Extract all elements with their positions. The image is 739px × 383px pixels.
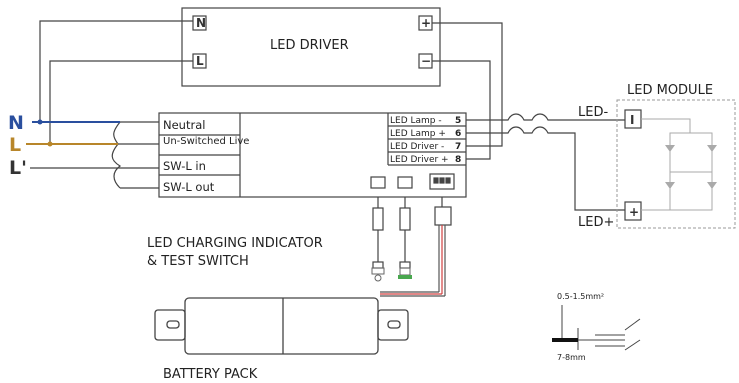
led-driver-box [181,7,441,87]
emergency-output-1-label: LED Lamp - [390,116,442,126]
battery-pack-body [184,297,379,355]
module-minus-label: LED- [578,105,608,120]
mains-l-switched-label: L' [9,157,27,179]
emergency-input-unswitched-live: Un-Switched Live [163,136,249,147]
led-diode-icons [665,145,717,189]
emergency-output-3-label: LED Driver - [390,142,444,152]
module-plus-terminal-label: + [629,205,639,219]
emergency-input-swl-in: SW-L in [163,159,206,173]
battery-left-bracket [154,309,186,341]
battery-right-bracket [377,309,409,341]
driver-n-label: N [196,16,206,30]
mains-l-label: L [9,134,21,156]
l-junction-dot [47,141,53,147]
module-plus-label: LED+ [578,215,614,230]
led-module-box [616,99,736,229]
indicator-label-line2: & TEST SWITCH [147,254,249,269]
emergency-input-swl-out: SW-L out [163,180,215,194]
driver-minus-label: − [421,54,431,68]
driver-title: LED DRIVER [270,38,349,53]
wire-spec-strip-length: 7-8mm [557,353,586,362]
mains-n-label: N [8,112,24,134]
emergency-output-2-pin: 6 [455,129,461,139]
driver-n-terminal [192,15,207,31]
emergency-output-3-pin: 7 [455,142,461,152]
driver-l-label: L [196,54,204,68]
module-plus-terminal [624,201,642,221]
battery-label: BATTERY PACK [163,367,258,382]
emergency-output-4-pin: 8 [455,155,461,165]
wire-spec-graphic [552,305,641,351]
wire-spec-cross-section: 0.5-1.5mm² [557,292,604,301]
emergency-output-1-pin: 5 [455,116,461,126]
emergency-input-neutral: Neutral [163,118,205,132]
battery-connector [429,173,455,190]
indicator-label-line1: LED CHARGING INDICATOR [147,236,323,251]
emergency-output-4-label: LED Driver + [390,155,449,165]
driver-plus-label: + [421,16,431,30]
module-title: LED MODULE [627,83,713,98]
emergency-output-2-label: LED Lamp + [390,129,446,139]
n-junction-dot [37,119,43,125]
module-minus-terminal-label: I [630,113,634,127]
